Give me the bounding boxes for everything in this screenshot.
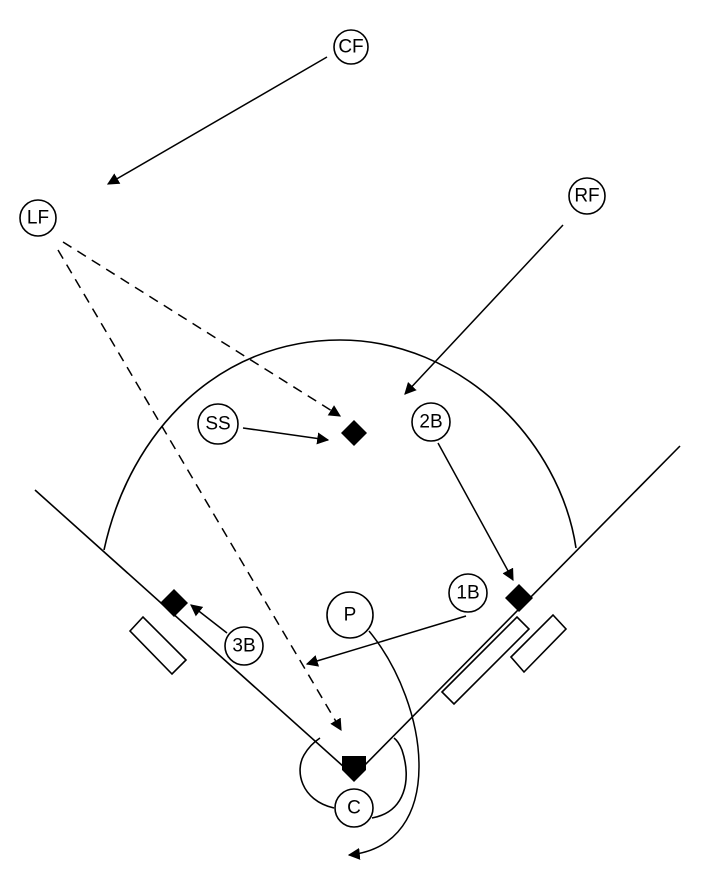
- player-cf-marker: [333, 29, 369, 65]
- infield-arc: [103, 339, 577, 551]
- player-pitcher: P: [326, 591, 374, 639]
- player-lf-marker: [19, 199, 57, 237]
- movement-arrows: [106, 56, 564, 860]
- field: [34, 339, 681, 819]
- first-base-running-lane: [440, 615, 531, 706]
- player-lf: LF: [19, 199, 57, 237]
- third-base-coach-box: [128, 615, 188, 676]
- player-second-base: 2B: [411, 402, 451, 442]
- third-base-route-arrow: [190, 604, 228, 634]
- rf-route-arrow: [404, 224, 564, 395]
- player-catcher: C: [334, 788, 374, 828]
- player-rf: RF: [568, 177, 606, 215]
- first-base-foul-line: [353, 445, 681, 777]
- player-second-base-label: 2B: [419, 412, 442, 433]
- player-rf-marker: [568, 177, 606, 215]
- player-first-base-marker: [448, 573, 488, 613]
- first-base-coach-box: [509, 613, 568, 674]
- player-catcher-label: C: [347, 798, 361, 819]
- player-cf: CF: [333, 29, 369, 65]
- third-base-foul-line: [34, 489, 355, 777]
- bases: [160, 420, 533, 782]
- cf-route-arrow: [106, 56, 328, 185]
- home-plate-circle: [299, 737, 335, 809]
- player-first-base-label: 1B: [456, 583, 479, 604]
- player-first-base: 1B: [448, 573, 488, 613]
- second-base: [341, 420, 367, 446]
- throw-lines: [57, 241, 342, 732]
- player-rf-label: RF: [574, 186, 599, 207]
- lf-throw-to-second-arrow: [62, 241, 342, 417]
- player-ss-marker: [197, 403, 239, 445]
- player-third-base-marker: [224, 626, 264, 666]
- player-second-base-marker: [411, 402, 451, 442]
- boxes: [128, 613, 568, 706]
- player-lf-label: LF: [27, 208, 49, 229]
- player-cf-label: CF: [338, 37, 363, 58]
- player-third-base: 3B: [224, 626, 264, 666]
- player-catcher-marker: [334, 788, 374, 828]
- first-base-route-arrow: [305, 615, 467, 667]
- player-third-base-label: 3B: [232, 636, 255, 657]
- second-base-route-arrow: [437, 442, 514, 582]
- ss-route-arrow: [242, 427, 330, 445]
- home-plate: [342, 756, 366, 782]
- player-pitcher-marker: [326, 591, 374, 639]
- first-base: [505, 584, 533, 612]
- lf-throw-to-home-arrow: [57, 249, 342, 732]
- player-ss-label: SS: [205, 414, 230, 435]
- player-ss: SS: [197, 403, 239, 445]
- player-pitcher-label: P: [344, 605, 357, 626]
- third-base: [160, 589, 188, 617]
- pitcher-route-arrow: [347, 630, 420, 860]
- players: CF LF RF SS 2B 1B 3B P: [19, 29, 606, 828]
- home-plate-circle-right: [371, 737, 407, 819]
